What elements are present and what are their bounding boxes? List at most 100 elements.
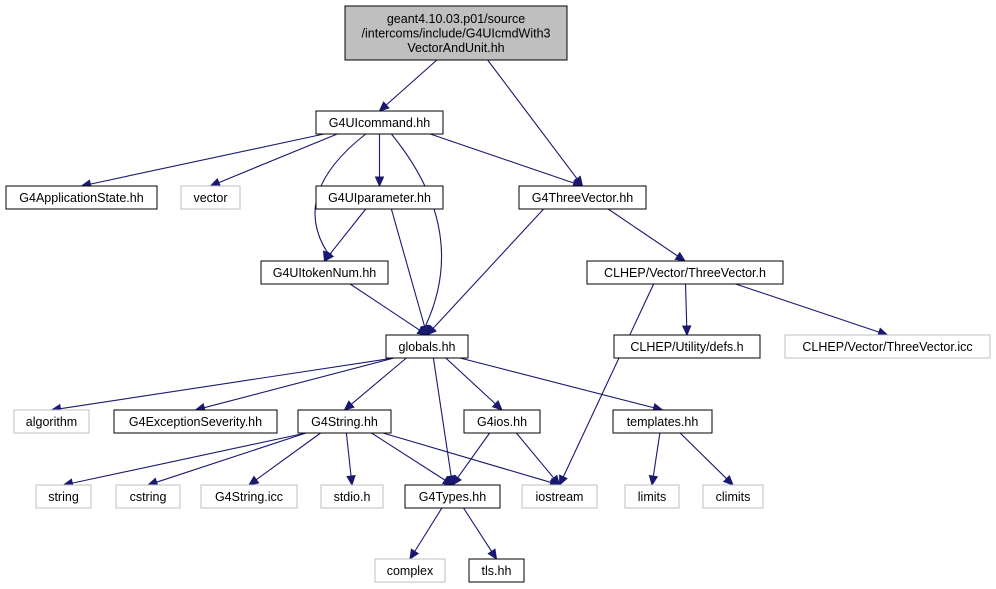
edge-g4uicommand-to-g4threevector <box>430 133 575 184</box>
node-g4threevector[interactable]: G4ThreeVector.hh <box>518 185 647 210</box>
node-label-root-2: VectorAndUnit.hh <box>407 41 504 55</box>
edge-g4string-to-cstring <box>156 432 307 483</box>
arrowhead-g4string-to-g4string_icc <box>248 475 260 486</box>
node-root[interactable]: geant4.10.03.p01/source/intercoms/includ… <box>344 5 568 61</box>
arrowhead-templates-to-limits <box>648 474 659 487</box>
node-g4exceptionseverity[interactable]: G4ExceptionSeverity.hh <box>113 409 278 434</box>
node-globals[interactable]: globals.hh <box>385 334 469 359</box>
edge-clhep_threevector-to-clhep_threevector_icc <box>735 283 880 333</box>
node-tls[interactable]: tls.hh <box>468 558 525 583</box>
node-box-g4types <box>404 484 501 509</box>
node-box-g4string <box>297 409 392 434</box>
node-clhep_threevector_icc[interactable]: CLHEP/Vector/ThreeVector.icc <box>784 334 991 359</box>
node-label-root-0: geant4.10.03.p01/source <box>387 12 525 26</box>
edge-g4threevector-to-clhep_threevector <box>607 208 678 257</box>
node-box-clhep_threevector <box>586 260 784 285</box>
arrowhead-g4ios-to-iostream <box>549 474 561 486</box>
node-iostream[interactable]: iostream <box>521 484 598 509</box>
edge-g4ios-to-g4types <box>457 432 491 478</box>
edge-g4string-to-g4types <box>371 432 446 481</box>
node-g4uiparameter[interactable]: G4UIparameter.hh <box>315 185 444 210</box>
node-g4uitokennum[interactable]: G4UItokenNum.hh <box>260 260 389 285</box>
arrowhead-g4string-to-g4types <box>441 475 454 486</box>
node-clhep_defs[interactable]: CLHEP/Utility/defs.h <box>613 334 761 359</box>
edge-globals-to-g4exceptionseverity <box>204 357 395 409</box>
arrowhead-g4uiparameter-to-g4uitokennum <box>323 250 335 262</box>
node-box-templates <box>612 409 713 434</box>
node-label-g4string-0: G4String.hh <box>311 415 378 429</box>
node-box-clhep_threevector_icc <box>784 334 991 359</box>
node-box-g4uicommand <box>315 110 444 135</box>
arrowhead-globals-to-g4string <box>343 400 355 411</box>
arrowhead-g4ios-to-g4types <box>451 474 462 487</box>
edge-g4ios-to-iostream <box>515 432 555 479</box>
edge-g4uicommand-to-g4applicationstate <box>90 133 325 185</box>
edge-g4uitokennum-to-globals <box>349 283 420 331</box>
node-vector[interactable]: vector <box>180 185 241 210</box>
node-label-g4string_icc-0: G4String.icc <box>215 490 283 504</box>
node-string[interactable]: string <box>35 484 92 509</box>
node-g4applicationstate[interactable]: G4ApplicationState.hh <box>5 185 158 210</box>
node-box-root <box>344 5 568 61</box>
node-label-g4applicationstate-0: G4ApplicationState.hh <box>19 191 143 205</box>
node-label-g4uiparameter-0: G4UIparameter.hh <box>328 191 431 205</box>
node-box-stdio <box>320 484 384 509</box>
edge-g4uiparameter-to-globals <box>390 208 426 327</box>
edge-clhep_threevector-to-iostream <box>562 283 655 478</box>
node-algorithm[interactable]: algorithm <box>13 409 90 434</box>
node-g4types[interactable]: G4Types.hh <box>404 484 501 509</box>
node-box-g4threevector <box>518 185 647 210</box>
node-complex[interactable]: complex <box>374 558 446 583</box>
edge-g4types-to-complex <box>414 507 443 552</box>
node-g4string_icc[interactable]: G4String.icc <box>200 484 298 509</box>
edge-g4uicommand-to-vector <box>218 133 338 184</box>
node-label-stdio-0: stdio.h <box>334 490 371 504</box>
node-box-limits <box>624 484 680 509</box>
node-box-globals <box>385 334 469 359</box>
node-box-clhep_defs <box>613 334 761 359</box>
node-label-algorithm-0: algorithm <box>26 415 77 429</box>
node-g4ios[interactable]: G4ios.hh <box>463 409 541 434</box>
node-label-g4uitokennum-0: G4UItokenNum.hh <box>273 266 377 280</box>
edge-g4string-to-string <box>72 432 307 484</box>
node-stdio[interactable]: stdio.h <box>320 484 384 509</box>
node-label-vector-0: vector <box>193 191 227 205</box>
arrowhead-clhep_threevector-to-clhep_defs <box>681 325 692 337</box>
node-box-g4uiparameter <box>315 185 444 210</box>
node-climits[interactable]: climits <box>702 484 764 509</box>
edge-globals-to-g4ios <box>445 357 496 405</box>
node-box-string <box>35 484 92 509</box>
node-box-cstring <box>115 484 181 509</box>
node-label-g4types-0: G4Types.hh <box>419 490 486 504</box>
node-cstring[interactable]: cstring <box>115 484 181 509</box>
node-label-clhep_threevector-0: CLHEP/Vector/ThreeVector.h <box>604 266 766 280</box>
node-templates[interactable]: templates.hh <box>612 409 713 434</box>
node-box-iostream <box>521 484 598 509</box>
node-box-g4ios <box>463 409 541 434</box>
arrowhead-g4uicommand-to-vector <box>209 177 222 187</box>
edge-globals-to-algorithm <box>60 357 395 410</box>
arrowhead-g4threevector-to-clhep_threevector <box>674 251 687 262</box>
edge-root-to-g4uicommand <box>385 59 438 106</box>
node-box-tls <box>468 558 525 583</box>
edge-g4string-to-g4string_icc <box>255 432 321 481</box>
node-box-g4applicationstate <box>5 185 158 210</box>
edge-templates-to-climits <box>679 432 727 480</box>
node-limits[interactable]: limits <box>624 484 680 509</box>
node-label-globals-0: globals.hh <box>399 340 456 354</box>
arrowhead-g4types-to-complex <box>409 548 420 561</box>
node-label-g4ios-0: G4ios.hh <box>477 415 527 429</box>
node-box-g4exceptionseverity <box>113 409 278 434</box>
node-label-clhep_threevector_icc-0: CLHEP/Vector/ThreeVector.icc <box>802 340 972 354</box>
node-clhep_threevector[interactable]: CLHEP/Vector/ThreeVector.h <box>586 260 784 285</box>
node-g4uicommand[interactable]: G4UIcommand.hh <box>315 110 444 135</box>
node-box-vector <box>180 185 241 210</box>
arrowhead-g4uitokennum-to-globals <box>416 325 429 336</box>
node-g4string[interactable]: G4String.hh <box>297 409 392 434</box>
arrowhead-g4types-to-tls <box>487 548 498 561</box>
arrowhead-g4threevector-to-globals <box>426 324 437 336</box>
node-label-g4uicommand-0: G4UIcommand.hh <box>329 116 430 130</box>
node-label-root-1: /intercoms/include/G4UIcmdWith3 <box>362 27 551 41</box>
node-label-g4exceptionseverity-0: G4ExceptionSeverity.hh <box>129 415 262 429</box>
